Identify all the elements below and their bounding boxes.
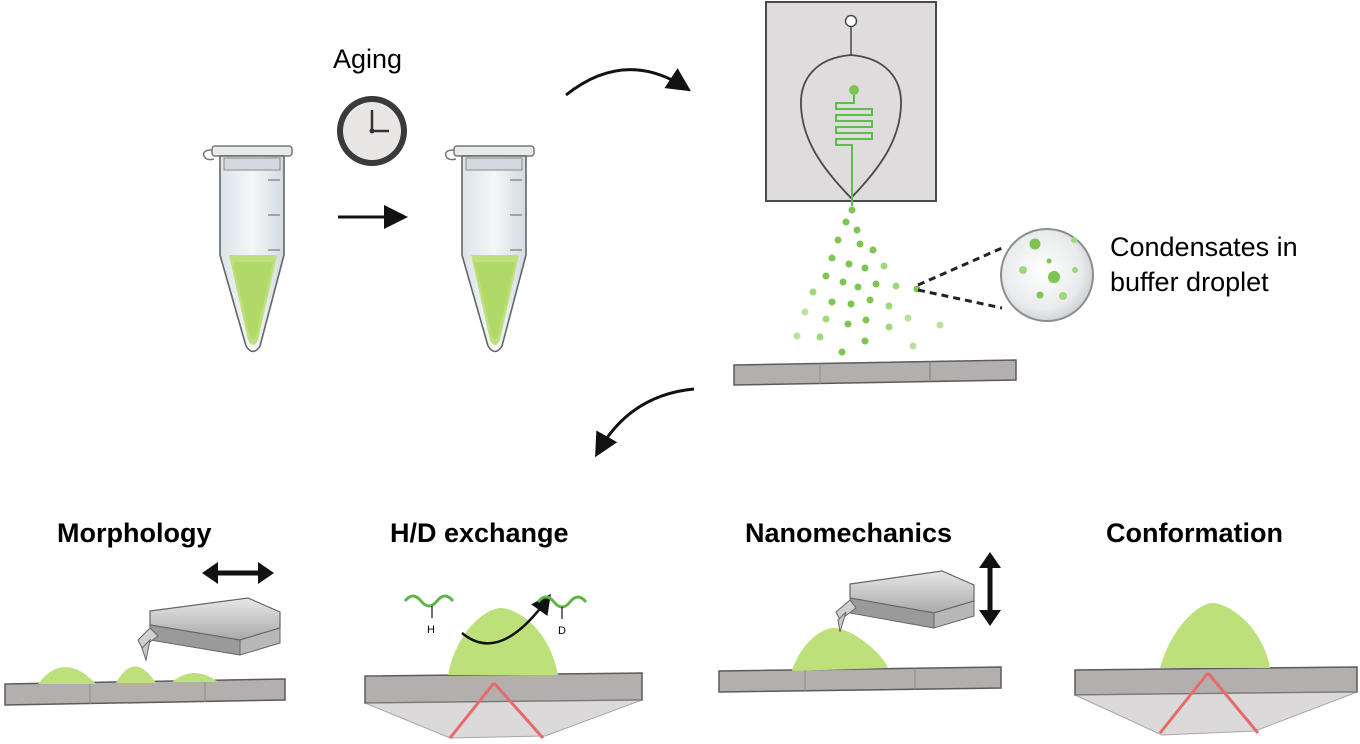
- zoom-line-top: [917, 246, 1003, 287]
- eppendorf-tube-aged: [444, 145, 535, 353]
- microfluidic-spray-chip: [765, 1, 937, 206]
- panel-hd-exchange-illustration: H D: [364, 593, 643, 739]
- condensates-label-line2: buffer droplet: [1110, 267, 1269, 297]
- d-atom-label: D: [558, 625, 566, 637]
- zoom-line-bottom: [917, 288, 1003, 310]
- panel-title-morphology: Morphology: [57, 518, 212, 548]
- panel-title-hd-exchange: H/D exchange: [390, 518, 569, 548]
- condensates-label-line1: Condensates in: [1110, 232, 1298, 262]
- spray-droplets: [793, 206, 944, 356]
- panel-title-nanomechanics: Nanomechanics: [745, 518, 953, 548]
- horizontal-double-arrow-icon: [202, 562, 274, 584]
- panel-nanomechanics-illustration: [718, 552, 1002, 693]
- panel-conformation-illustration: [1074, 603, 1358, 736]
- curved-arrow-to-chip: [565, 68, 692, 97]
- condensates-label: Condensates in buffer droplet: [1110, 230, 1298, 300]
- buffer-droplet-zoom: [1000, 228, 1094, 322]
- eppendorf-tube-fresh: [202, 145, 293, 353]
- panel-morphology-illustration: [4, 562, 286, 706]
- clock-icon: [337, 96, 407, 166]
- h-atom-label: H: [427, 624, 435, 636]
- substrate-slide: [733, 359, 1017, 386]
- panel-title-conformation: Conformation: [1106, 518, 1283, 548]
- curved-arrow-to-analysis: [595, 387, 695, 458]
- aging-label: Aging: [333, 44, 403, 74]
- vertical-double-arrow-icon: [979, 552, 1001, 626]
